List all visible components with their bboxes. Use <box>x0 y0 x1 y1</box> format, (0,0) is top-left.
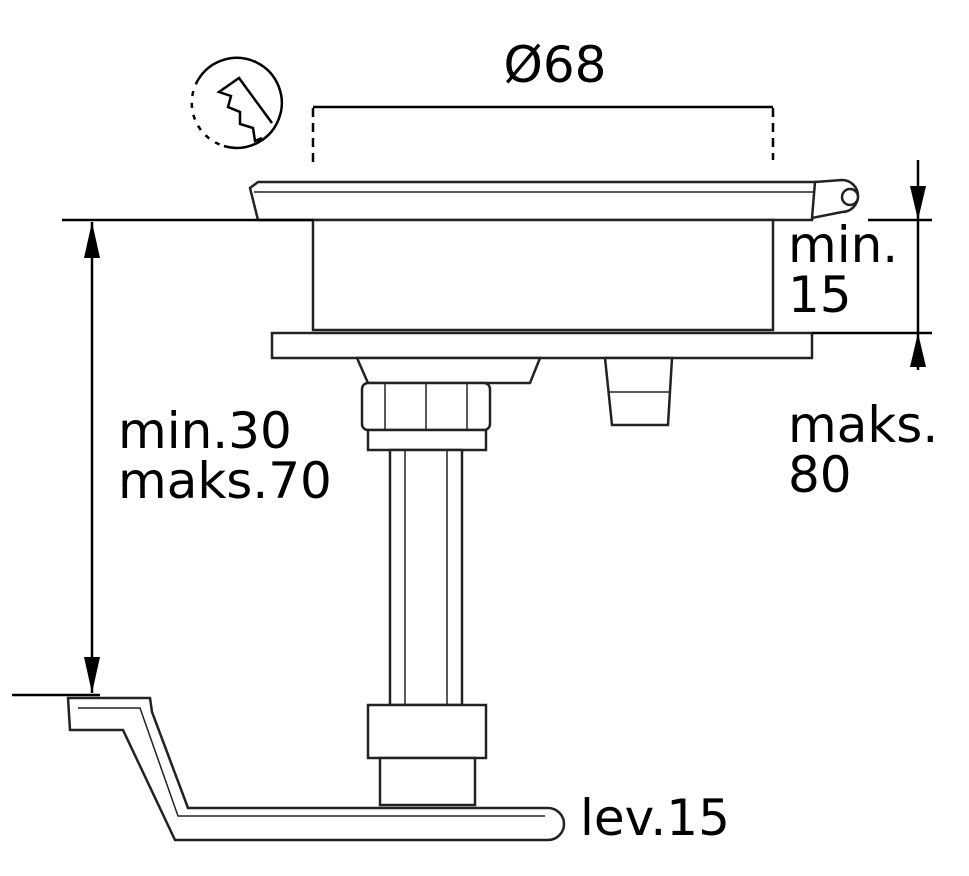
max-label: maks. <box>788 396 938 454</box>
shaft <box>366 448 488 807</box>
height-dimension: min. 15 maks. 80 <box>788 160 938 504</box>
panel-thickness-dimension: min.30 maks.70 <box>12 218 332 697</box>
latch-flange <box>248 178 860 360</box>
diameter-label: Ø68 <box>504 36 607 94</box>
nut-assembly <box>355 356 674 452</box>
panel-max-label: maks.70 <box>118 452 332 510</box>
top-min-value: 15 <box>788 266 852 324</box>
lever-label: lev.15 <box>580 789 730 847</box>
max-value: 80 <box>788 446 852 504</box>
lever <box>66 696 566 842</box>
diameter-dimension: Ø68 <box>311 36 775 165</box>
panel-min-label: min.30 <box>118 402 292 460</box>
saw-cut-icon <box>190 56 284 150</box>
top-min-label: min. <box>788 216 898 274</box>
